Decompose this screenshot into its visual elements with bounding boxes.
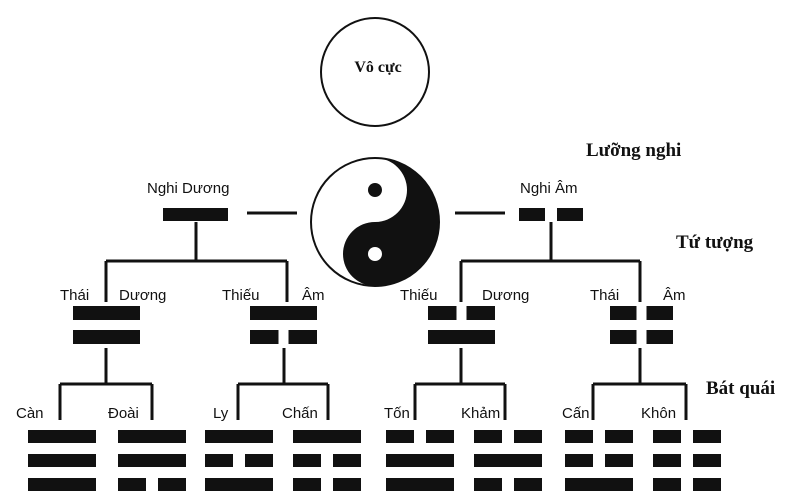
four-image-4-word-1: Thái: [590, 287, 620, 304]
four-image-1-line-1-yang: [73, 330, 140, 344]
four-image-3-line-2-yin-left: [428, 306, 457, 320]
trigram-label-can-mountain: Cấn: [562, 405, 590, 422]
trigram-7-line-2-yin-right: [605, 454, 633, 467]
trigram-5-line-3-yin-right: [426, 430, 454, 443]
trigram-3-line-2-yin-left: [205, 454, 233, 467]
four-image-2-word-2: Âm: [302, 287, 325, 304]
four-image-4-word-2: Âm: [663, 287, 686, 304]
four-image-2-line-1-yin-left: [250, 330, 279, 344]
trigram-1-line-2-yang: [28, 454, 96, 467]
four-image-4-line-1-yin-right: [646, 330, 673, 344]
yin-label: Nghi Âm: [520, 180, 578, 197]
trigram-2-line-1-yin-right: [158, 478, 186, 491]
yin-yang-dot-top: [368, 183, 382, 197]
wuji-circle: [320, 17, 430, 127]
four-image-3-line-2-yin-right: [466, 306, 495, 320]
trigram-5-line-1-yang: [386, 478, 454, 491]
trigram-2-line-3-yang: [118, 430, 186, 443]
yin-mode-line-1-yin-right: [557, 208, 583, 221]
trigram-3-line-1-yang: [205, 478, 273, 491]
trigram-4-line-3-yang: [293, 430, 361, 443]
four-image-2-word-1: Thiếu: [222, 287, 260, 304]
four-image-1-word-1: Thái: [60, 287, 90, 304]
trigram-8-line-2-yin-left: [653, 454, 681, 467]
trigram-8-line-3-yin-left: [653, 430, 681, 443]
four-image-3-line-1-yang: [428, 330, 495, 344]
trigram-5-line-2-yang: [386, 454, 454, 467]
level-title-bat-quai: Bát quái: [706, 378, 776, 399]
trigram-4-line-2-yin-right: [333, 454, 361, 467]
trigram-7-line-3-yin-right: [605, 430, 633, 443]
trigram-1-line-3-yang: [28, 430, 96, 443]
yin-mode-line-1-yin-left: [519, 208, 545, 221]
four-image-3-word-2: Dương: [482, 287, 530, 304]
trigram-label-doai: Đoài: [108, 405, 139, 422]
four-image-4-line-2-yin-left: [610, 306, 637, 320]
trigram-5-line-3-yin-left: [386, 430, 414, 443]
trigram-label-ton: Tốn: [384, 405, 410, 422]
trigram-7-line-3-yin-left: [565, 430, 593, 443]
four-image-1-word-2: Dương: [119, 287, 167, 304]
trigram-7-line-2-yin-left: [565, 454, 593, 467]
level-title-tu-tuong: Tứ tượng: [676, 232, 754, 253]
trigram-label-chan: Chấn: [282, 405, 318, 422]
trigram-8-line-1-yin-right: [693, 478, 721, 491]
yin-yang-dot-bottom: [368, 247, 382, 261]
yin-yang-dark-half: [343, 158, 439, 286]
trigram-4-line-2-yin-left: [293, 454, 321, 467]
yang-mode-line-1-yang: [163, 208, 228, 221]
trigram-3-line-2-yin-right: [245, 454, 273, 467]
four-image-4-line-1-yin-left: [610, 330, 637, 344]
trigram-label-ly: Ly: [213, 405, 229, 422]
trigram-6-line-1-yin-left: [474, 478, 502, 491]
trigram-8-line-3-yin-right: [693, 430, 721, 443]
trigram-6-line-1-yin-right: [514, 478, 542, 491]
trigram-8-line-2-yin-right: [693, 454, 721, 467]
four-image-4-line-2-yin-right: [646, 306, 673, 320]
trigram-2-line-1-yin-left: [118, 478, 146, 491]
four-image-3-word-1: Thiếu: [400, 287, 438, 304]
four-image-1-line-2-yang: [73, 306, 140, 320]
trigram-2-line-2-yang: [118, 454, 186, 467]
trigram-label-khon: Khôn: [641, 405, 677, 422]
four-image-2-line-1-yin-right: [288, 330, 317, 344]
trigram-label-can: Càn: [16, 405, 44, 422]
trigram-6-line-3-yin-left: [474, 430, 502, 443]
wuji-label: Vô cực: [354, 59, 402, 76]
yang-label: Nghi Dương: [147, 180, 230, 197]
trigram-6-line-2-yang: [474, 454, 542, 467]
trigram-7-line-1-yang: [565, 478, 633, 491]
trigram-4-line-1-yin-left: [293, 478, 321, 491]
trigram-1-line-1-yang: [28, 478, 96, 491]
trigram-6-line-3-yin-right: [514, 430, 542, 443]
trigram-3-line-3-yang: [205, 430, 273, 443]
level-title-luong-nghi: Lưỡng nghi: [586, 140, 682, 161]
trigram-4-line-1-yin-right: [333, 478, 361, 491]
trigram-label-kham: Khảm: [461, 405, 501, 422]
trigram-8-line-1-yin-left: [653, 478, 681, 491]
four-image-2-line-2-yang: [250, 306, 317, 320]
